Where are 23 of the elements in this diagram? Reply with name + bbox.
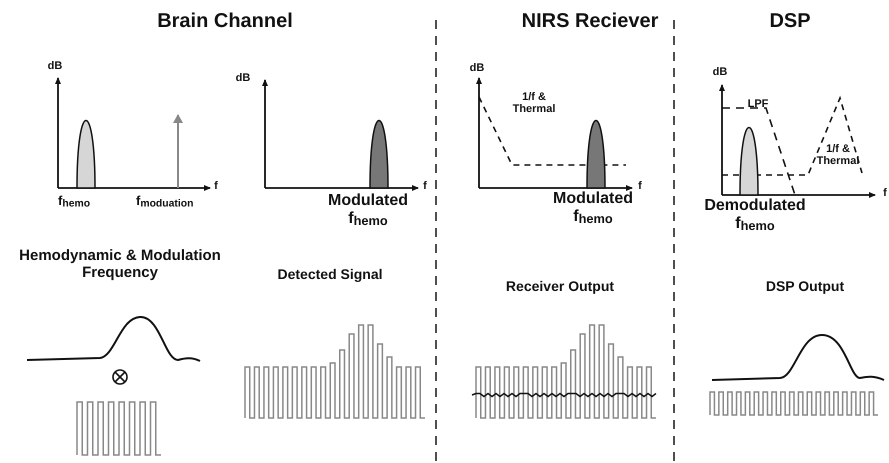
signal-caption: Hemodynamic & Modulation Frequency xyxy=(18,248,222,281)
plot-annotation: 1/f & Thermal xyxy=(512,91,556,116)
section-heading: DSP xyxy=(768,10,812,32)
axis-label: dB xyxy=(712,66,728,78)
plot-annotation: 1/f & Thermal xyxy=(816,143,860,168)
section-heading: Brain Channel xyxy=(156,10,294,32)
plot-annotation: LPF xyxy=(746,98,770,110)
frequency-label: f$_{moduation}$ xyxy=(136,194,194,210)
axis-label: dB xyxy=(46,60,64,72)
signal-caption: Receiver Output xyxy=(504,279,616,294)
signal-caption: Detected Signal xyxy=(276,267,384,282)
axis-label: dB xyxy=(468,62,486,74)
axis-label: f xyxy=(882,187,888,200)
frequency-label: Modulated f$_{hemo}$ xyxy=(552,190,634,226)
frequency-label: Modulated f$_{hemo}$ xyxy=(327,192,409,228)
axis-label: f xyxy=(213,180,219,192)
axis-label: f xyxy=(422,180,428,192)
frequency-label: Demodulated f$_{hemo}$ xyxy=(703,197,807,233)
axis-label: dB xyxy=(234,72,252,84)
axis-label: f xyxy=(637,180,643,192)
signal-caption: DSP Output xyxy=(764,279,846,294)
frequency-label: f$_{hemo}$ xyxy=(58,194,92,210)
section-heading: NIRS Reciever xyxy=(520,10,660,32)
